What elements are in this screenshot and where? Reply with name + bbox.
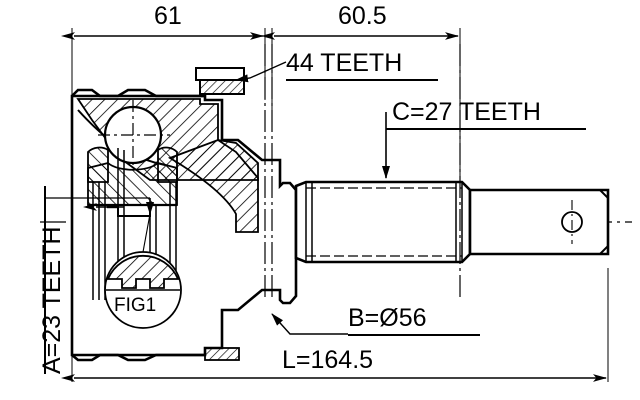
callout-boot-diameter-underline xyxy=(348,334,480,336)
callout-abs-ring-teeth: 44 TEETH xyxy=(286,49,403,77)
splined-shaft xyxy=(294,180,610,264)
leader-boot-diameter xyxy=(271,313,348,335)
fig1-detail-balloon xyxy=(104,213,182,329)
callout-shaft-spline-teeth: C=27 TEETH xyxy=(392,98,541,126)
section-cut-lines xyxy=(264,44,461,300)
callout-boot-diameter: B=Ø56 xyxy=(348,304,427,332)
dimension-label-60-5: 60.5 xyxy=(338,2,387,30)
callout-abs-ring-underline xyxy=(286,79,438,81)
dimension-label-61: 61 xyxy=(154,2,182,30)
callout-inner-spline-underline xyxy=(44,186,46,374)
leader-inner-spline xyxy=(44,197,154,215)
leader-abs-ring xyxy=(235,61,287,83)
inner-race-and-cage xyxy=(87,146,178,207)
boot-seat-shoulder xyxy=(204,347,240,361)
dimension-label-overall-length: L=164.5 xyxy=(282,346,374,374)
fig1-label: FIG1 xyxy=(114,295,157,316)
callout-shaft-spline-underline xyxy=(386,128,586,130)
abs-tone-ring xyxy=(195,67,245,95)
bearing-ball xyxy=(98,100,170,170)
